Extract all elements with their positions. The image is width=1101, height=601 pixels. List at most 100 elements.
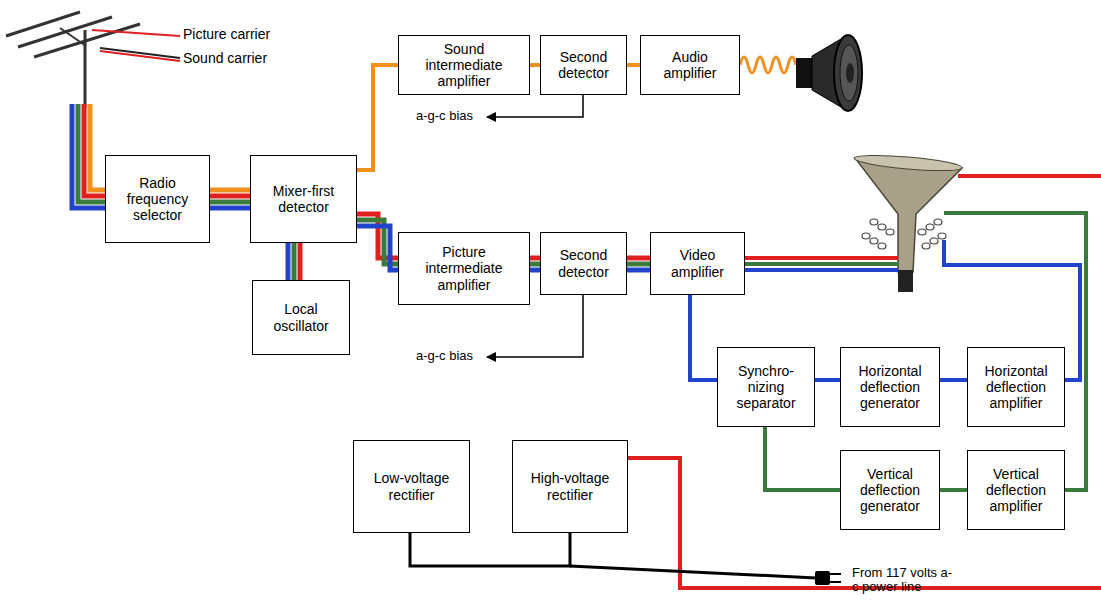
wire — [78, 104, 106, 202]
box-label: Vertical deflection amplifier — [978, 466, 1054, 514]
wire-strand — [530, 63, 540, 67]
box-label: Picture intermediate amplifier — [409, 244, 519, 292]
wire-strand — [357, 65, 398, 170]
coil-turn — [922, 243, 930, 249]
process-box: Local oscillator — [252, 280, 350, 355]
annotation: a-g-c bias — [416, 349, 473, 363]
wire — [745, 268, 898, 272]
plug-body — [815, 571, 830, 585]
process-box: Horizontal deflection generator — [840, 347, 940, 427]
wire-strand — [530, 262, 540, 267]
antenna-rod — [6, 12, 80, 36]
box-label: Local oscillator — [263, 301, 339, 333]
wire-strand — [286, 243, 291, 280]
wire — [570, 566, 816, 578]
coil-turn — [870, 238, 878, 244]
power-line — [410, 533, 816, 578]
wire-strand — [627, 63, 640, 67]
plug-prong — [830, 581, 841, 583]
speaker-dust-cap — [846, 63, 854, 83]
antenna — [6, 12, 140, 108]
wire — [84, 104, 106, 196]
wire-strand — [940, 378, 967, 382]
power-plug — [815, 571, 841, 585]
coil-turn — [878, 243, 886, 249]
wire — [410, 533, 570, 566]
box-label: Video amplifier — [661, 247, 734, 279]
wire — [90, 104, 106, 190]
process-box: Low-voltage rectifier — [353, 440, 470, 533]
process-box: Second detector — [540, 35, 627, 95]
box-label: Low-voltage rectifier — [364, 470, 459, 502]
coil-turn — [930, 238, 938, 244]
coil-turn — [934, 219, 942, 225]
speaker-surround — [840, 45, 858, 101]
annotation: From 117 volts a-c power line — [852, 566, 957, 595]
wire-strand — [530, 268, 540, 273]
box-label: Vertical deflection generator — [851, 466, 929, 514]
process-box: Second detector — [540, 232, 627, 295]
audio-wave — [740, 57, 796, 73]
tube-base — [898, 270, 913, 292]
process-box: Horizontal deflection amplifier — [967, 347, 1065, 427]
wire-strand — [298, 243, 303, 280]
signal-wire — [690, 295, 717, 380]
wire — [745, 262, 898, 266]
antenna-bundle — [72, 104, 106, 208]
signal-wire — [815, 380, 840, 381]
box-label: Synchro- nizing separator — [728, 363, 804, 411]
process-box: Mixer-first detector — [250, 155, 357, 243]
speaker-rim — [834, 35, 862, 111]
signal-wire — [357, 65, 398, 170]
wire-strand — [815, 378, 840, 382]
signal-wire — [627, 65, 640, 66]
antenna-boom — [60, 28, 86, 46]
process-box: Vertical deflection amplifier — [967, 450, 1065, 530]
coil-turn — [862, 233, 870, 239]
speaker-magnet — [796, 58, 814, 88]
wire-strand — [627, 262, 650, 267]
wire-strand — [627, 268, 650, 273]
antenna-rod — [18, 17, 112, 47]
wire-strand — [627, 256, 650, 261]
process-box: Radio frequency selector — [105, 155, 210, 243]
wire-strand — [292, 243, 297, 280]
signal-wire — [765, 427, 840, 490]
signal-wire — [530, 65, 540, 66]
box-label: Mixer-first detector — [261, 183, 346, 215]
wire-strand — [940, 488, 967, 492]
antenna-mast — [84, 30, 87, 108]
wire — [944, 213, 1086, 490]
signal-wire — [940, 490, 967, 491]
process-box: Vertical deflection generator — [840, 450, 940, 530]
wire-strand — [210, 194, 250, 199]
deflection-coil — [862, 219, 946, 249]
plug-prong — [830, 573, 841, 575]
carrier-lead — [100, 51, 180, 61]
coil-turn — [870, 219, 878, 225]
process-box: Synchro- nizing separator — [717, 347, 815, 427]
coil-turn — [938, 233, 946, 239]
coil-turn — [926, 224, 934, 230]
signal-wire — [940, 380, 967, 381]
process-box: Audio amplifier — [640, 35, 740, 95]
process-box: Sound intermediate amplifier — [398, 35, 530, 95]
box-label: Horizontal deflection generator — [851, 363, 929, 411]
wire-strand — [357, 226, 398, 270]
box-label: Second detector — [551, 49, 616, 81]
coil-turn — [886, 229, 894, 235]
wire-strand — [210, 200, 250, 205]
box-label: Radio frequency selector — [116, 175, 199, 223]
wire — [72, 104, 106, 208]
antenna-rod — [34, 24, 140, 57]
wire-strand — [210, 188, 250, 193]
signal-wire — [627, 258, 650, 270]
process-box: Picture intermediate amplifier — [398, 232, 530, 305]
coil-turn — [918, 229, 926, 235]
signal-wire — [288, 243, 300, 280]
box-label: Horizontal deflection amplifier — [978, 363, 1054, 411]
annotation: a-g-c bias — [416, 109, 473, 123]
wire-strand — [210, 206, 250, 211]
